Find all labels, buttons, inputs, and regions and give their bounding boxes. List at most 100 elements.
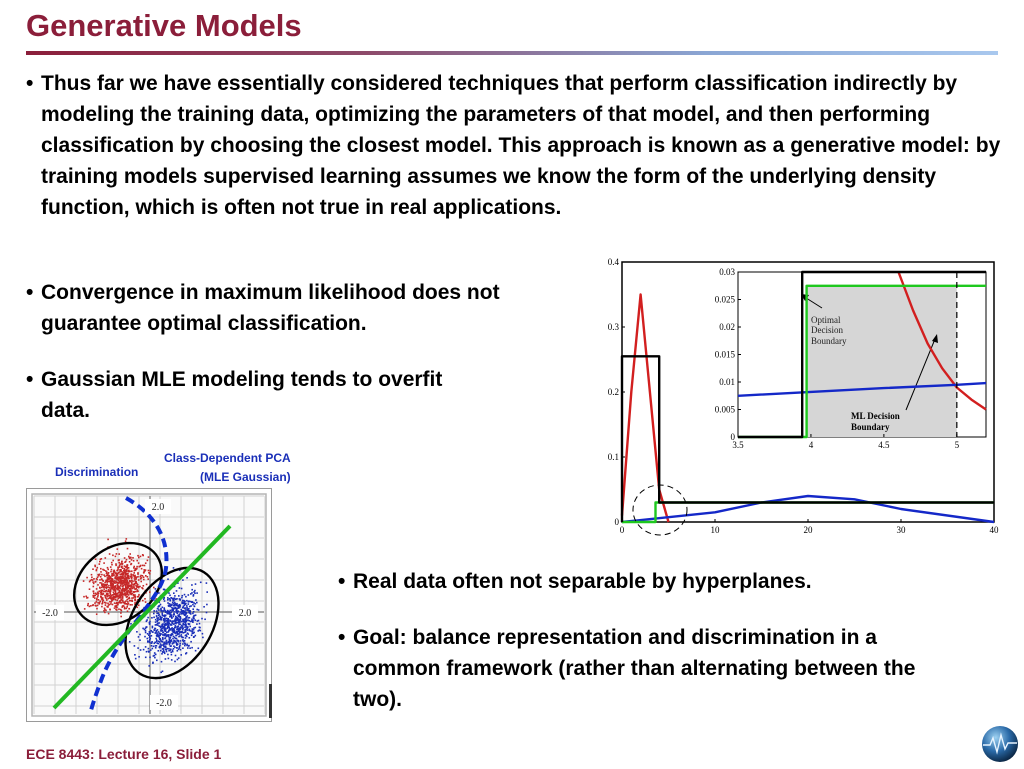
class-a-point (113, 589, 115, 591)
class-a-point (142, 599, 144, 602)
class-b-point (164, 622, 167, 625)
class-b-point (191, 588, 193, 591)
class-b-point (173, 620, 175, 623)
class-b-point (158, 609, 160, 611)
class-b-point (171, 606, 173, 609)
class-a-point (125, 560, 127, 563)
class-a-point (122, 599, 124, 602)
class-a-point (83, 608, 86, 610)
class-a-point (127, 602, 130, 605)
class-a-point (107, 589, 110, 591)
class-b-point (177, 639, 179, 642)
class-a-point (97, 584, 99, 586)
class-a-point (105, 602, 107, 604)
class-a-point (120, 609, 123, 612)
class-b-point (173, 630, 176, 632)
class-a-point (92, 568, 94, 570)
class-b-point (197, 609, 200, 611)
class-a-point (120, 576, 122, 578)
class-b-point (157, 640, 160, 643)
class-a-ellipse (72, 541, 164, 627)
class-a-point (106, 577, 109, 579)
class-a-point (134, 574, 136, 577)
class-a-point (102, 585, 104, 588)
class-a-point (128, 577, 130, 580)
class-b-point (167, 653, 169, 656)
class-a-point (129, 556, 132, 559)
class-a-point (96, 566, 99, 569)
class-b-point (173, 639, 175, 642)
class-a-point (103, 574, 105, 576)
class-a-point (119, 600, 122, 602)
class-a-point (128, 556, 131, 559)
class-b-point (182, 602, 185, 605)
class-a-point (125, 577, 128, 580)
class-a-point (92, 582, 95, 585)
class-b-point (184, 644, 186, 647)
class-a-point (124, 580, 126, 582)
class-b-point (172, 635, 175, 638)
class-b-point (182, 622, 184, 625)
bullet-5: • Goal: balance representation and discr… (338, 622, 963, 715)
class-b-point (194, 614, 197, 616)
class-b-point (197, 630, 199, 632)
class-a-point (126, 610, 129, 612)
class-a-point (115, 564, 117, 567)
class-b-point (147, 647, 150, 650)
class-a-point (119, 587, 122, 590)
class-b-point (167, 657, 170, 660)
class-a-point (117, 573, 119, 575)
class-b-point (167, 604, 170, 607)
class-a-point (134, 599, 137, 602)
class-a-point (108, 594, 111, 597)
y-tick-label: 0.025 (715, 295, 736, 305)
class-b-point (177, 619, 180, 622)
class-b-point (183, 640, 186, 642)
class-a-point (128, 596, 130, 599)
class-b-point (188, 637, 191, 639)
class-a-point (136, 584, 139, 586)
class-b-point (187, 603, 190, 605)
class-a-point (96, 607, 98, 610)
class-b-point (175, 607, 177, 610)
class-b-point (182, 632, 184, 634)
pca-linear-boundary (52, 524, 232, 710)
class-b-point (144, 656, 147, 659)
inset-shaded-region (806, 285, 957, 437)
class-b-point (165, 617, 168, 620)
class-b-point (169, 594, 171, 597)
series-line-3 (620, 355, 994, 522)
bullet-3: • Gaussian MLE modeling tends to overfit… (26, 364, 466, 426)
class-a-point (124, 573, 127, 575)
class-a-point (82, 580, 85, 582)
class-b-point (188, 619, 191, 622)
class-b-point (193, 631, 195, 634)
class-a-point (121, 590, 123, 592)
class-a-point (128, 557, 131, 560)
class-b-point (182, 611, 185, 613)
class-a-point (124, 584, 127, 587)
class-a-point (123, 570, 126, 573)
class-b-point (183, 631, 186, 634)
class-a-point (109, 593, 112, 595)
class-b-point (163, 614, 166, 616)
class-b-point (180, 634, 183, 636)
class-a-point (108, 603, 111, 606)
class-a-point (119, 594, 122, 597)
class-b-point (158, 613, 160, 616)
class-a-point (149, 591, 151, 593)
class-a-point (116, 606, 118, 609)
class-b-point (176, 607, 178, 610)
class-b-point (173, 604, 175, 607)
class-a-point (136, 590, 138, 593)
class-a-point (102, 599, 105, 601)
class-b-point (148, 623, 151, 625)
class-a-point (114, 589, 117, 592)
class-b-point (178, 633, 180, 635)
class-b-point (145, 650, 148, 653)
bullet-4-text: Real data often not separable by hyperpl… (353, 570, 812, 593)
class-b-point (157, 612, 159, 614)
class-a-point (91, 604, 94, 607)
class-b-ellipse (124, 566, 220, 680)
class-a-point (102, 592, 104, 594)
